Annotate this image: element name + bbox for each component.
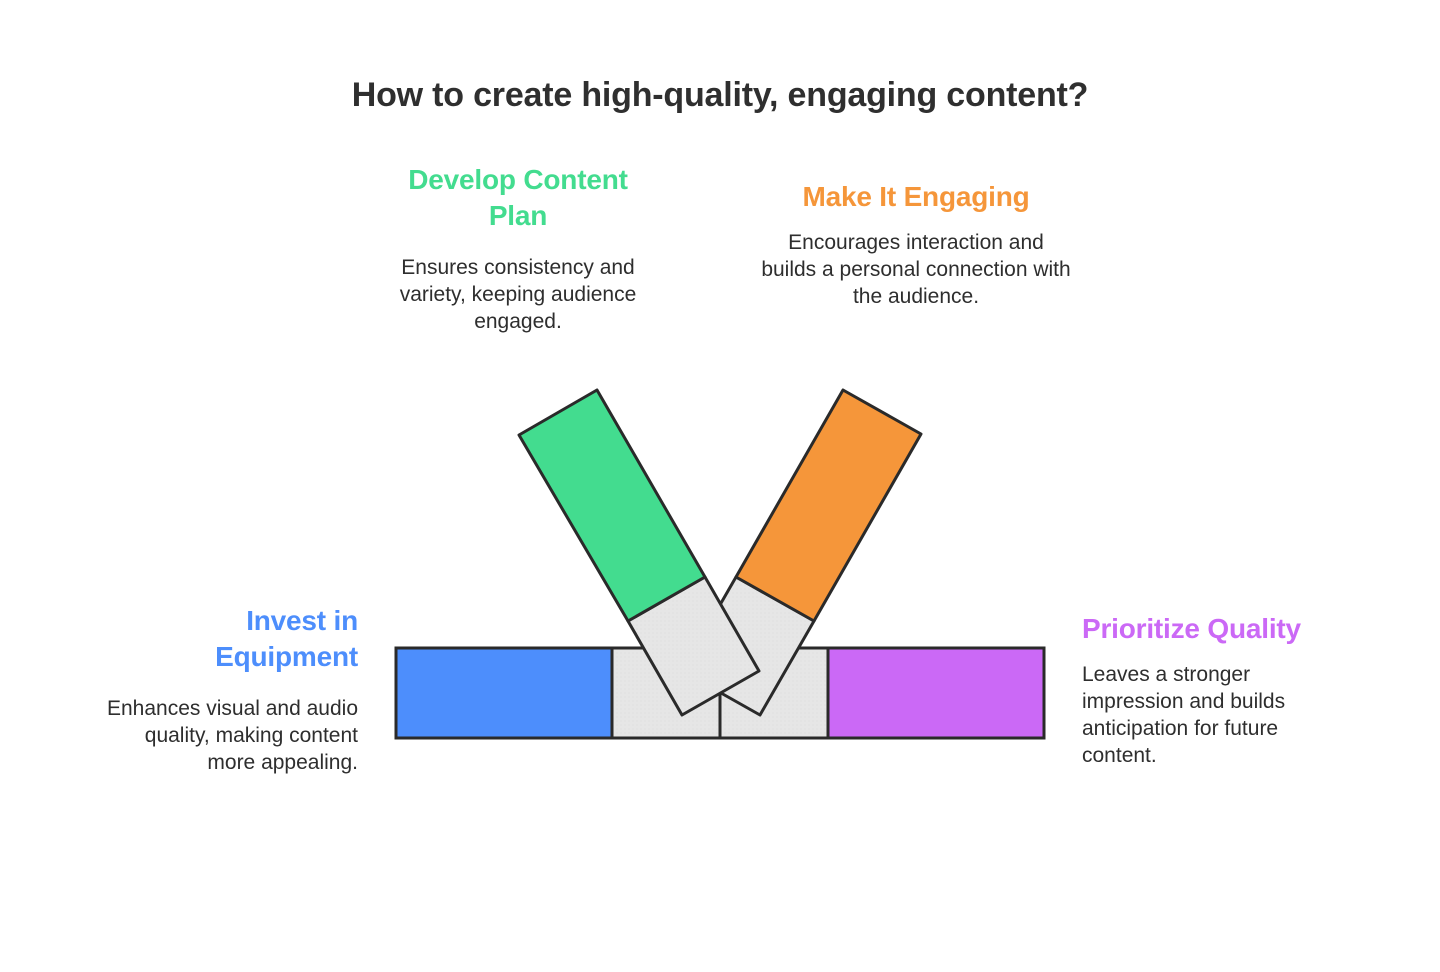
make-it-engaging-description: Encourages interaction and builds a pers…: [761, 231, 1071, 308]
prioritize-quality-description: Leaves a stronger impression and builds …: [1082, 663, 1286, 767]
make-it-engaging-title: Make It Engaging: [802, 181, 1030, 212]
quality-bar: [826, 646, 1046, 740]
invest-in-equipment-block: Invest in Equipment Enhances visual and …: [96, 603, 358, 776]
prioritize-quality-title: Prioritize Quality: [1082, 613, 1301, 644]
develop-bar: [517, 388, 707, 623]
invest-in-equipment-title: Invest in Equipment: [215, 605, 358, 672]
develop-content-plan-title: Develop Content Plan: [408, 164, 628, 231]
invest-in-equipment-description: Enhances visual and audio quality, makin…: [106, 697, 358, 774]
page-title: How to create high-quality, engaging con…: [351, 76, 1089, 114]
develop-content-plan-description: Ensures consistency and variety, keeping…: [399, 256, 637, 333]
make-it-engaging-block: Make It Engaging Encourages interaction …: [760, 179, 1072, 310]
equipment-bar: [394, 646, 614, 740]
engaging-bar: [734, 388, 923, 623]
develop-content-plan-block: Develop Content Plan Ensures consistency…: [376, 162, 660, 335]
prioritize-quality-block: Prioritize Quality Leaves a stronger imp…: [1082, 611, 1332, 769]
